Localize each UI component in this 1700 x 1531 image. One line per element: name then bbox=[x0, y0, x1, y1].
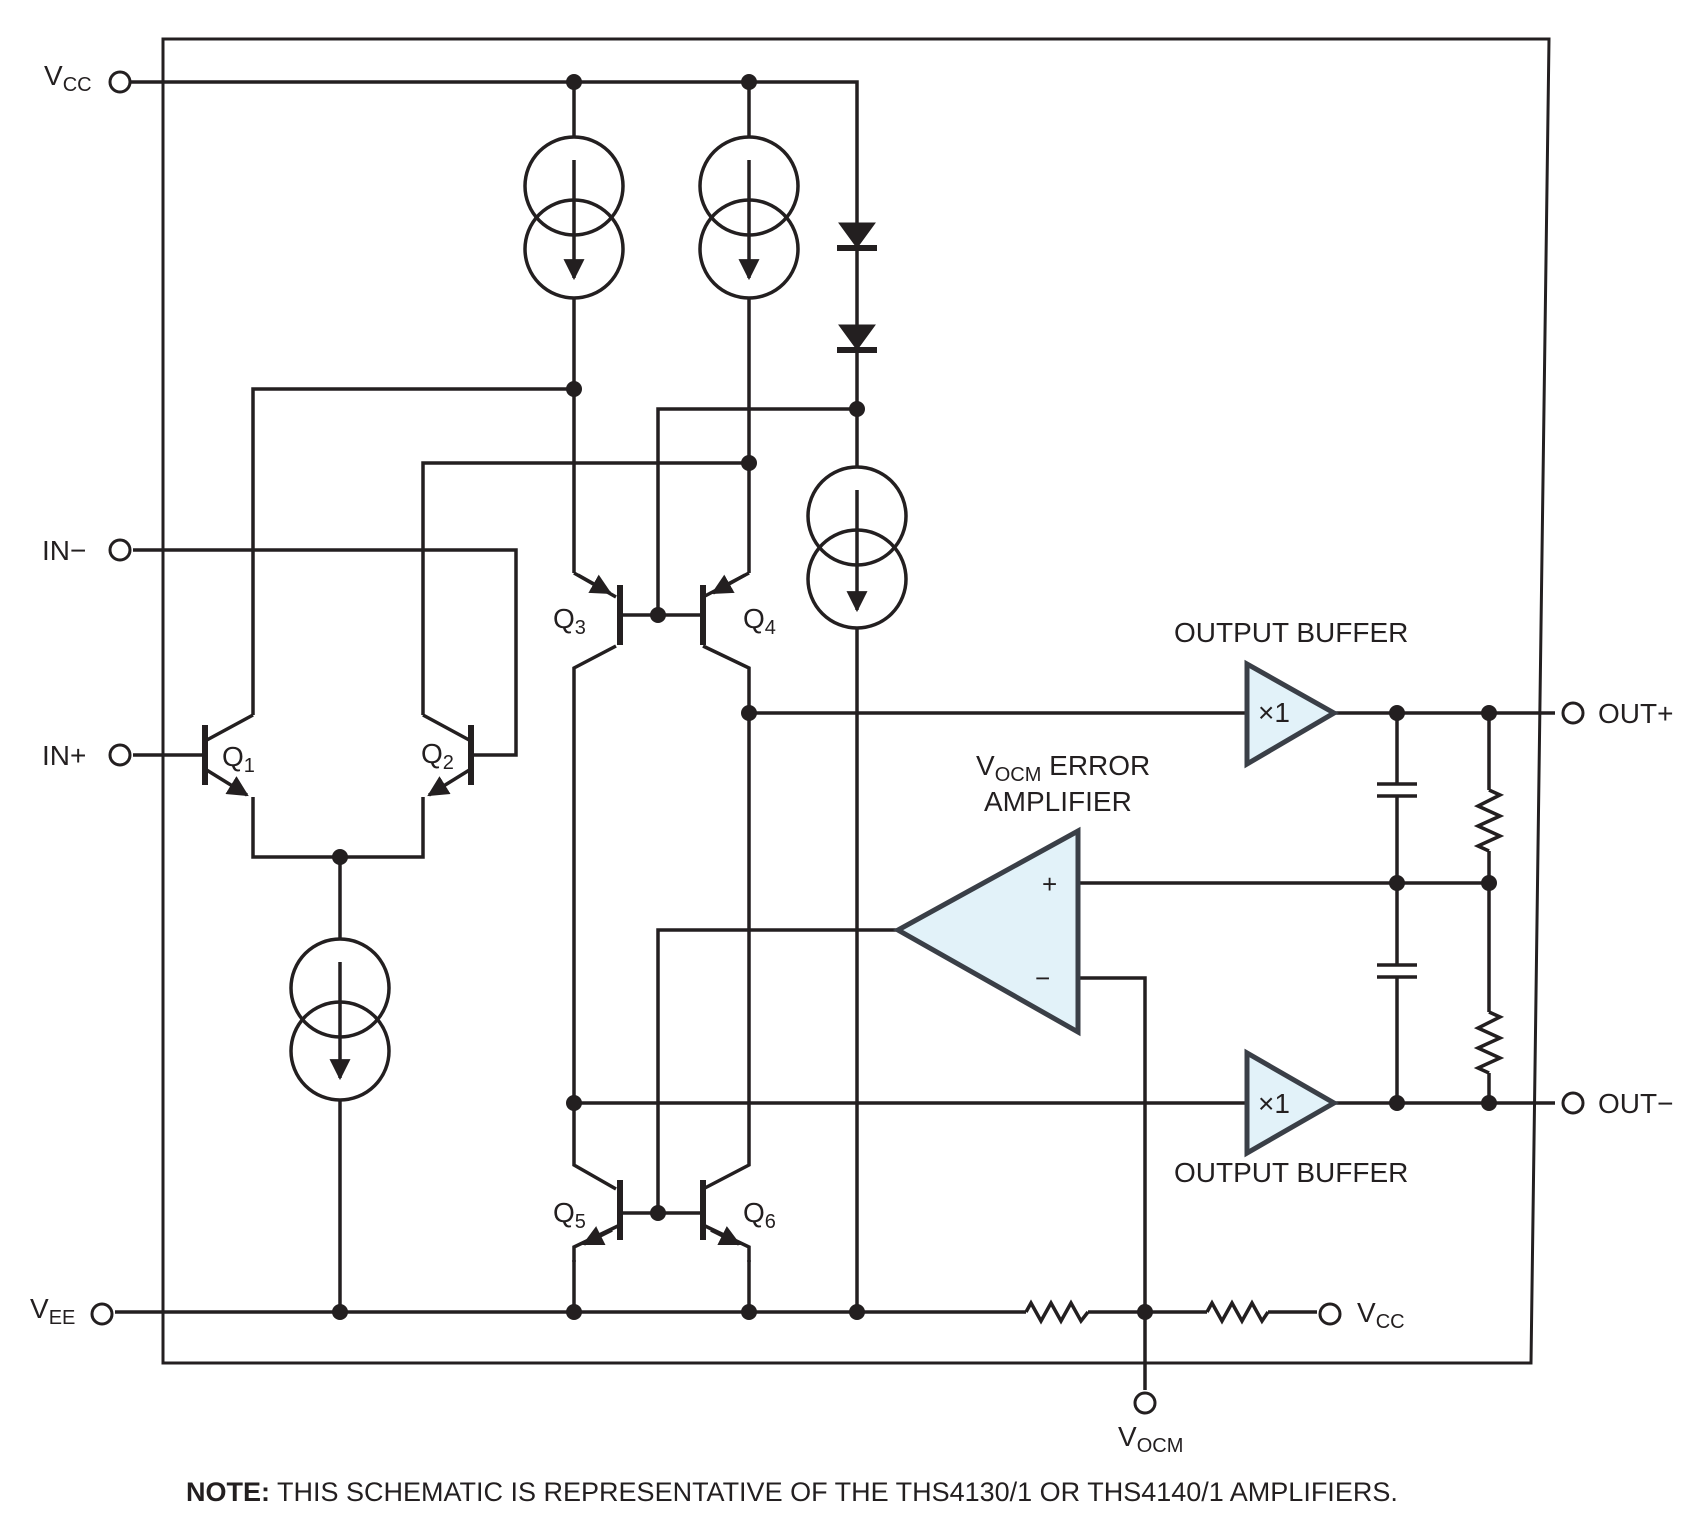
junction-dots bbox=[332, 74, 1497, 1320]
buffer-gain-top: ×1 bbox=[1258, 697, 1290, 728]
vocm-terminal bbox=[1133, 1391, 1157, 1415]
q4-label: Q4 bbox=[743, 603, 776, 639]
buffer-gain-bottom: ×1 bbox=[1258, 1088, 1290, 1119]
q2-label: Q2 bbox=[421, 738, 454, 774]
transistor-q5 bbox=[572, 1180, 703, 1262]
current-source-1 bbox=[523, 135, 625, 300]
output-buffer-top-label: OUTPUT BUFFER bbox=[1174, 617, 1408, 648]
transistor-q2 bbox=[422, 713, 474, 797]
q5-label: Q5 bbox=[553, 1197, 586, 1233]
out-minus-terminal bbox=[1561, 1091, 1585, 1115]
resistor-vocm-right bbox=[1205, 1299, 1270, 1325]
error-amp-minus-sign: − bbox=[1035, 963, 1050, 993]
out-plus-terminal bbox=[1561, 701, 1585, 725]
vcc-right-label: VCC bbox=[1357, 1297, 1405, 1333]
out-plus-label: OUT+ bbox=[1598, 698, 1673, 729]
transistor-q1 bbox=[202, 713, 254, 797]
resistor-out-top bbox=[1473, 788, 1505, 853]
vcc-right-terminal bbox=[1318, 1302, 1342, 1326]
schematic-note: NOTE: THIS SCHEMATIC IS REPRESENTATIVE O… bbox=[186, 1477, 1398, 1507]
output-buffer-bottom: ×1 bbox=[1244, 1048, 1340, 1158]
current-source-2 bbox=[698, 135, 800, 300]
chip-boundary bbox=[161, 37, 1551, 1365]
q6-label: Q6 bbox=[743, 1197, 776, 1233]
q1-label: Q1 bbox=[222, 741, 255, 777]
output-buffer-top: ×1 bbox=[1244, 659, 1340, 769]
in-plus-terminal bbox=[108, 743, 132, 767]
transistor-q6 bbox=[700, 1180, 751, 1262]
capacitor-top bbox=[1377, 782, 1417, 798]
error-amp-title-line2: AMPLIFIER bbox=[984, 786, 1132, 817]
in-minus-terminal bbox=[108, 538, 132, 562]
q3-label: Q3 bbox=[553, 603, 586, 639]
q4-emitter-arrow bbox=[711, 573, 746, 595]
in-minus-label: IN− bbox=[42, 535, 86, 566]
wires bbox=[115, 80, 1555, 1390]
out-minus-label: OUT− bbox=[1598, 1088, 1673, 1119]
error-amp-title: VOCM ERROR bbox=[976, 750, 1150, 786]
resistor-vocm-left bbox=[1024, 1299, 1090, 1325]
vee-terminal bbox=[90, 1302, 114, 1326]
vee-label: VEE bbox=[30, 1293, 75, 1329]
output-buffer-bottom-label: OUTPUT BUFFER bbox=[1174, 1157, 1408, 1188]
vocm-error-amplifier: + − bbox=[892, 826, 1081, 1037]
vocm-label: VOCM bbox=[1118, 1421, 1183, 1457]
error-amp-plus-sign: + bbox=[1042, 869, 1057, 899]
diode-2 bbox=[837, 324, 877, 353]
in-plus-label: IN+ bbox=[42, 740, 86, 771]
diode-1 bbox=[837, 222, 877, 251]
capacitor-bottom bbox=[1377, 963, 1417, 979]
vcc-left-label: VCC bbox=[44, 60, 92, 96]
current-source-3 bbox=[806, 465, 908, 630]
current-source-tail bbox=[289, 937, 391, 1102]
resistor-out-bottom bbox=[1473, 1010, 1505, 1075]
vcc-left-terminal bbox=[108, 70, 132, 94]
q3-emitter-arrow bbox=[577, 573, 612, 595]
